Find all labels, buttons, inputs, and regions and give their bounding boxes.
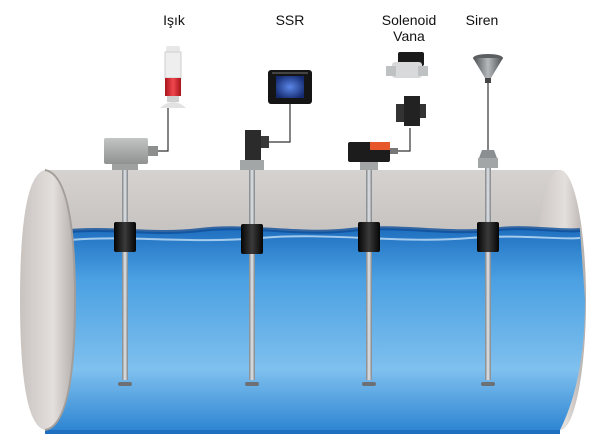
siren-horn-icon: [473, 54, 503, 83]
label-ssr: SSR: [275, 12, 305, 28]
probe-light: [104, 108, 169, 386]
sensor-junction-box: [104, 138, 148, 164]
probe-solenoid: [348, 128, 411, 386]
probe-ssr: [240, 103, 291, 386]
connector-plug: [245, 130, 261, 160]
probe-siren: [477, 80, 499, 386]
water: [45, 226, 585, 434]
float: [241, 224, 263, 254]
label-solenoid: Solenoid: [381, 12, 437, 28]
label-vana: Vana: [393, 28, 425, 44]
ssr-relay-display-icon: [268, 70, 312, 104]
float: [358, 222, 380, 252]
label-siren: Siren: [465, 12, 499, 28]
label-light: Işık: [163, 12, 185, 28]
float: [114, 222, 136, 252]
tank-left-end: [20, 169, 77, 431]
float: [477, 222, 499, 252]
signal-tower-light-icon: [160, 46, 186, 108]
solenoid-valve-icon: [386, 52, 428, 126]
